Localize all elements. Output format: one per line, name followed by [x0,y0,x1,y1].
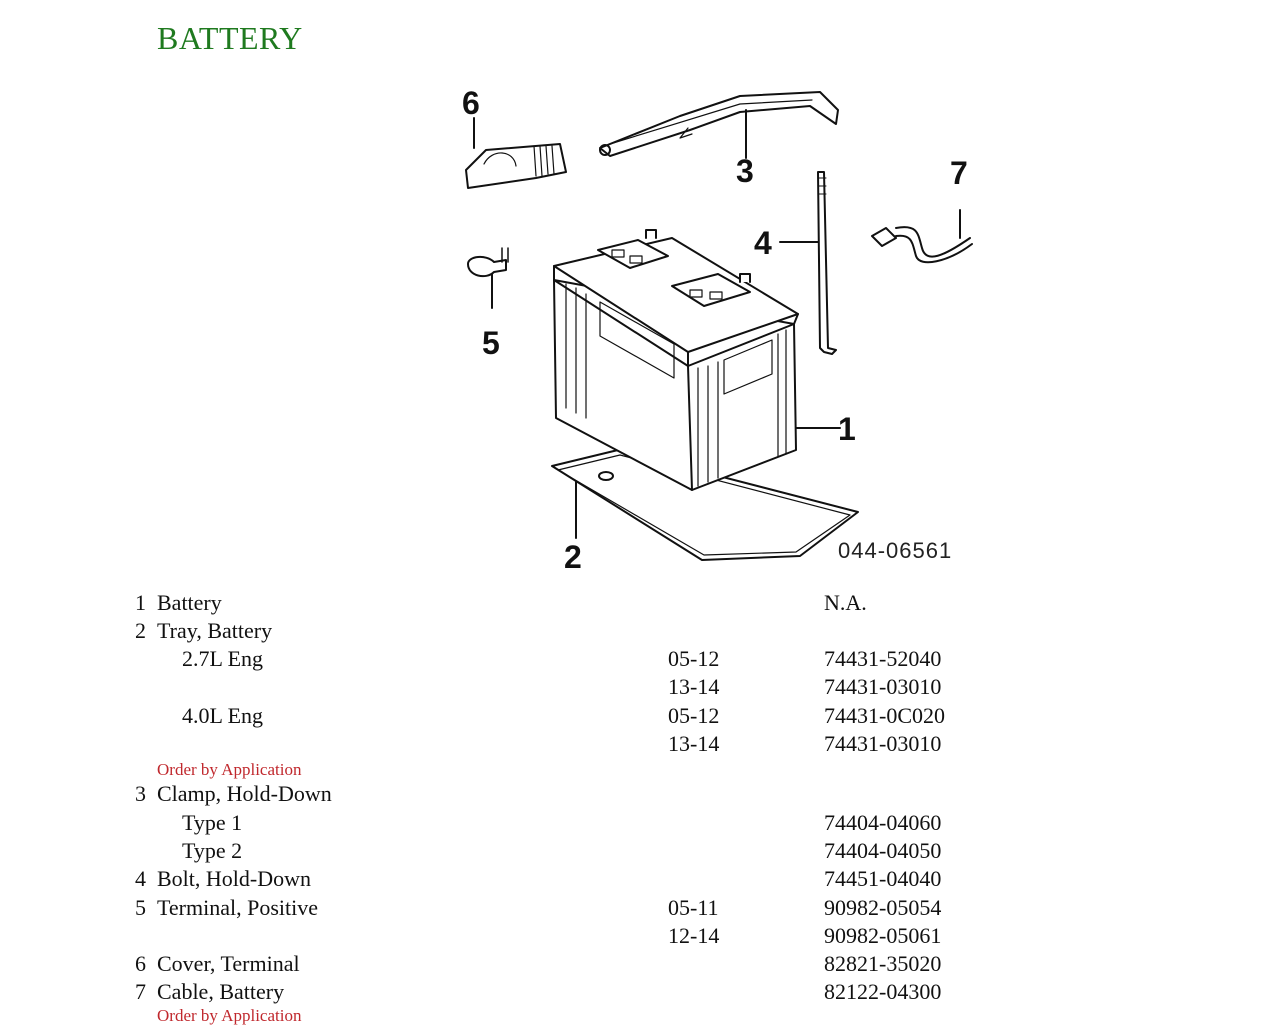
hold-down-clamp-drawing [599,91,839,159]
part-years: 05-12 [668,703,720,728]
part-number: 74404-04060 [824,810,942,835]
part-number: 74451-04040 [824,866,942,891]
callout-5: 5 [482,325,500,361]
terminal-cover-drawing [465,117,567,189]
part-years: 13-14 [668,731,720,756]
part-number: 74431-03010 [824,731,942,756]
order-by-application-note: Order by Application [157,1006,302,1025]
part-number-index: 2 [135,618,146,643]
part-years: 05-12 [668,646,720,671]
battery-tray-drawing [551,449,859,561]
part-number-index: 4 [135,866,146,891]
part-description: Cover, Terminal [157,951,300,976]
battery-exploded-diagram: 1 2 3 4 5 6 7 044-06561 [440,78,980,578]
part-number-index: 7 [135,979,146,1004]
part-years: 13-14 [668,674,720,699]
part-number: 90982-05054 [824,895,942,920]
battery-drawing [553,229,799,491]
callout-6: 6 [462,85,480,121]
part-number: N.A. [824,590,867,615]
part-number: 90982-05061 [824,923,942,948]
part-years: 12-14 [668,923,720,948]
callout-7: 7 [950,155,968,191]
part-number: 82122-04300 [824,979,942,1004]
part-years: 05-11 [668,895,719,920]
part-application: Type 2 [182,838,243,863]
part-number: 74431-52040 [824,646,942,671]
part-description: Cable, Battery [157,979,285,1004]
part-number: 82821-35020 [824,951,942,976]
part-application: 2.7L Eng [182,646,264,671]
battery-cable-drawing [871,217,973,264]
part-number-index: 6 [135,951,146,976]
part-number: 74404-04050 [824,838,942,863]
callout-2: 2 [564,539,582,575]
part-description: Terminal, Positive [157,895,318,920]
callout-1: 1 [838,411,856,447]
callout-3: 3 [736,153,754,189]
part-description: Tray, Battery [157,618,273,643]
order-by-application-note: Order by Application [157,760,302,779]
part-number-index: 1 [135,590,146,615]
part-description: Battery [157,590,222,615]
part-description: Clamp, Hold-Down [157,781,332,806]
part-number: 74431-03010 [824,674,942,699]
hold-down-bolt-drawing [779,171,837,355]
part-description: Bolt, Hold-Down [157,866,311,891]
figure-number: 044-06561 [838,538,952,563]
callout-4: 4 [754,225,772,261]
part-application: 4.0L Eng [182,703,264,728]
part-number: 74431-0C020 [824,703,945,728]
part-number-index: 3 [135,781,146,806]
part-application: Type 1 [182,810,243,835]
page-title: BATTERY [157,20,303,56]
part-number-index: 5 [135,895,146,920]
positive-terminal-drawing [467,247,509,309]
